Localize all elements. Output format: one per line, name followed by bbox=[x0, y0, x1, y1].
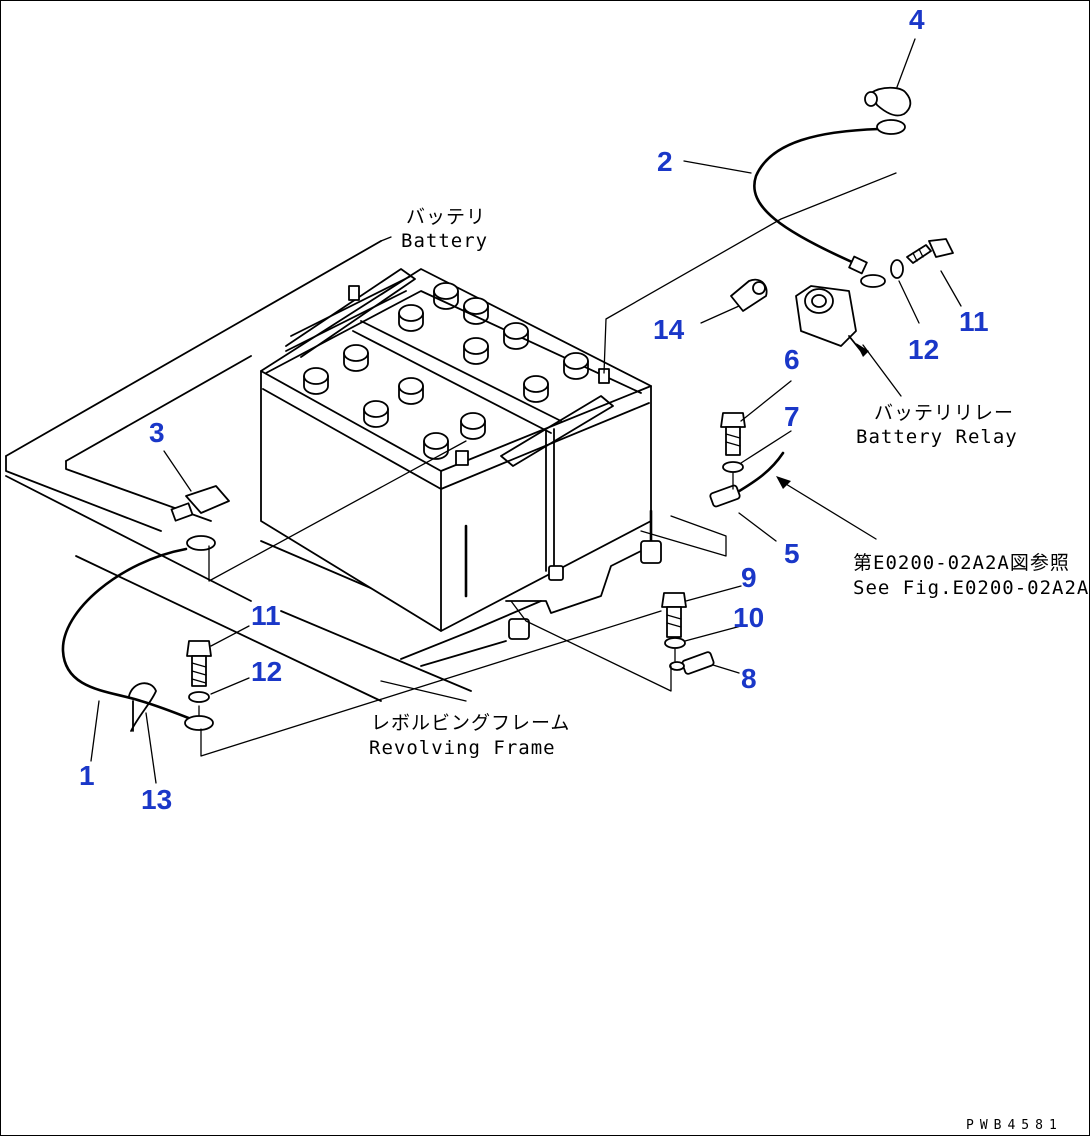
callout-12-lower: 12 bbox=[251, 656, 282, 687]
callout-12-upper: 12 bbox=[908, 334, 939, 365]
part-8-terminal bbox=[669, 651, 715, 675]
battery-label-en: Battery bbox=[401, 230, 488, 252]
part-12-washer-upper bbox=[890, 259, 904, 279]
part-13-clip bbox=[128, 682, 157, 732]
callout-4: 4 bbox=[909, 4, 925, 35]
callout-8: 8 bbox=[741, 663, 757, 694]
assembly-lines bbox=[90, 38, 962, 784]
battery-terminal-front bbox=[455, 450, 469, 466]
drawing-number: PWB4581 bbox=[966, 1118, 1063, 1133]
battery-cell-caps bbox=[303, 282, 589, 460]
ref-label-en: See Fig.E0200-02A2A bbox=[853, 577, 1089, 599]
relay-label-jp: バッテリリレー bbox=[874, 402, 1014, 424]
part-14-battery-relay bbox=[730, 278, 862, 352]
callout-6: 6 bbox=[784, 344, 800, 375]
part-11-bolt-upper bbox=[906, 238, 954, 264]
ref-label-jp: 第E0200-02A2A図参照 bbox=[853, 552, 1070, 574]
callout-11-upper: 11 bbox=[959, 306, 989, 337]
part-9-bolt bbox=[661, 592, 687, 638]
part-7-washer bbox=[722, 461, 744, 473]
part-11-bolt-lower bbox=[186, 640, 212, 687]
callout-13: 13 bbox=[141, 784, 172, 815]
part-5-terminal bbox=[709, 451, 785, 508]
callout-9: 9 bbox=[741, 562, 757, 593]
part-2-relay-cable bbox=[753, 119, 906, 288]
callout-7: 7 bbox=[784, 401, 800, 432]
ref-arrow-head bbox=[776, 476, 791, 489]
callout-14: 14 bbox=[653, 314, 685, 345]
part-3-sensor bbox=[170, 485, 230, 522]
battery-terminal-rear bbox=[348, 285, 360, 301]
callout-1: 1 bbox=[79, 760, 95, 791]
relay-label-en: Battery Relay bbox=[856, 426, 1018, 448]
battery-bracket bbox=[505, 540, 662, 640]
part-10-washer bbox=[664, 637, 686, 649]
callout-2: 2 bbox=[657, 146, 673, 177]
callout-5: 5 bbox=[784, 538, 800, 569]
revolving-frame bbox=[5, 240, 542, 702]
callout-10: 10 bbox=[733, 602, 764, 633]
part-1-ground-cable bbox=[61, 535, 216, 731]
callout-3: 3 bbox=[149, 417, 165, 448]
part-6-bolt bbox=[720, 412, 746, 456]
part-4-terminal-boot bbox=[864, 86, 912, 117]
frame-label-jp: レボルビングフレーム bbox=[371, 712, 570, 734]
callout-11-lower: 11 bbox=[251, 600, 281, 631]
battery-label-jp: バッテリ bbox=[406, 206, 486, 228]
relay-arrow-head bbox=[856, 343, 869, 357]
part-12-washer-lower bbox=[188, 691, 210, 703]
frame-label-en: Revolving Frame bbox=[369, 737, 556, 759]
battery bbox=[260, 268, 653, 632]
